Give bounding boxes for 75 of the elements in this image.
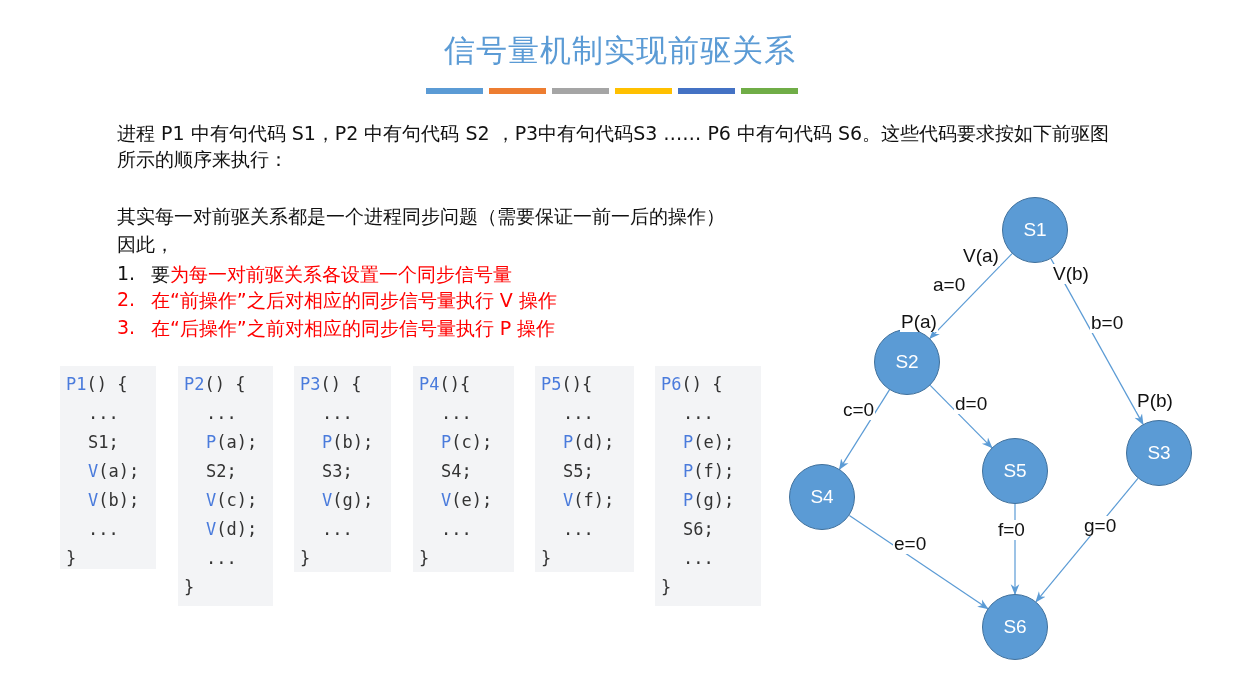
list-item: 在“后操作”之前对相应的同步信号量执行 P 操作: [151, 316, 556, 341]
edge-label: b=0: [1090, 313, 1125, 333]
list-item: 要为每一对前驱关系各设置一个同步信号量: [151, 262, 512, 287]
code-line: P(c);: [441, 432, 493, 452]
edge-label: g=0: [1083, 516, 1118, 536]
paragraph: 进程 P1 中有句代码 S1，P2 中有句代码 S2 ，P3中有句代码S3 …… P6 中有句代码 S6。这些代码要求按如下前驱图所示的顺序来执行：: [117, 121, 1111, 172]
arrow: [929, 253, 1013, 340]
code-line: ...: [563, 403, 594, 423]
node-label: S1: [1023, 219, 1047, 241]
code-line: ...: [683, 403, 714, 423]
code-line: P1() {: [66, 374, 128, 394]
node-label: S2: [895, 351, 919, 373]
operation-label: V(b): [1052, 264, 1090, 284]
code-line: S1;: [88, 432, 119, 452]
code-line: V(c);: [206, 490, 258, 510]
operation-label: V(a): [962, 246, 1000, 266]
slide-title: 信号量机制实现前驱关系: [442, 31, 797, 70]
code-line: P6() {: [661, 374, 723, 394]
code-line: }: [184, 577, 195, 597]
code-line: P5(){: [541, 374, 593, 394]
node-label: S4: [810, 486, 834, 508]
code-line: ...: [563, 519, 594, 539]
list-number: 3.: [117, 316, 136, 338]
code-line: ...: [206, 403, 237, 423]
list-item: 在“前操作”之后对相应的同步信号量执行 V 操作: [151, 288, 557, 313]
list-number: 1.: [117, 262, 136, 284]
edge-label: c=0: [842, 400, 876, 420]
code-line: P3() {: [300, 374, 362, 394]
code-line: ...: [88, 403, 119, 423]
edge-label: d=0: [954, 394, 989, 414]
code-line: ...: [441, 519, 472, 539]
edge-label: e=0: [893, 534, 928, 554]
code-line: V(e);: [441, 490, 493, 510]
code-line: V(d);: [206, 519, 258, 539]
code-line: P(g);: [683, 490, 735, 510]
code-line: P(f);: [683, 461, 735, 481]
code-line: S6;: [683, 519, 714, 539]
code-line: ...: [88, 519, 119, 539]
code-line: P(e);: [683, 432, 735, 452]
code-line: P(a);: [206, 432, 258, 452]
code-line: }: [300, 548, 311, 568]
code-line: ...: [322, 519, 353, 539]
code-line: P(d);: [563, 432, 615, 452]
list-number: 2.: [117, 288, 136, 310]
code-line: V(b);: [88, 490, 140, 510]
code-line: ...: [683, 548, 714, 568]
arrow: [929, 384, 993, 449]
edge-label: f=0: [997, 520, 1026, 540]
arrow: [839, 389, 890, 470]
node-label: S5: [1003, 460, 1027, 482]
arrow: [1050, 258, 1144, 426]
code-line: ...: [441, 403, 472, 423]
code-line: ...: [322, 403, 353, 423]
code-line: }: [66, 548, 77, 568]
code-line: V(f);: [563, 490, 615, 510]
code-line: S2;: [206, 461, 237, 481]
code-line: P2() {: [184, 374, 246, 394]
node-label: S3: [1147, 442, 1171, 464]
code-line: }: [661, 577, 672, 597]
node-label: S6: [1003, 616, 1027, 638]
code-line: }: [541, 548, 552, 568]
paragraph: 因此，: [117, 232, 174, 257]
operation-label: P(b): [1136, 391, 1174, 411]
code-line: V(a);: [88, 461, 140, 481]
code-line: ...: [206, 548, 237, 568]
code-line: P(b);: [322, 432, 374, 452]
operation-label: P(a): [900, 312, 938, 332]
code-line: }: [419, 548, 430, 568]
code-line: S4;: [441, 461, 472, 481]
arrow: [848, 514, 989, 610]
code-line: P4(){: [419, 374, 471, 394]
code-line: V(g);: [322, 490, 374, 510]
code-line: S5;: [563, 461, 594, 481]
paragraph: 其实每一对前驱关系都是一个进程同步问题（需要保证一前一后的操作）: [117, 204, 725, 229]
code-line: S3;: [322, 461, 353, 481]
